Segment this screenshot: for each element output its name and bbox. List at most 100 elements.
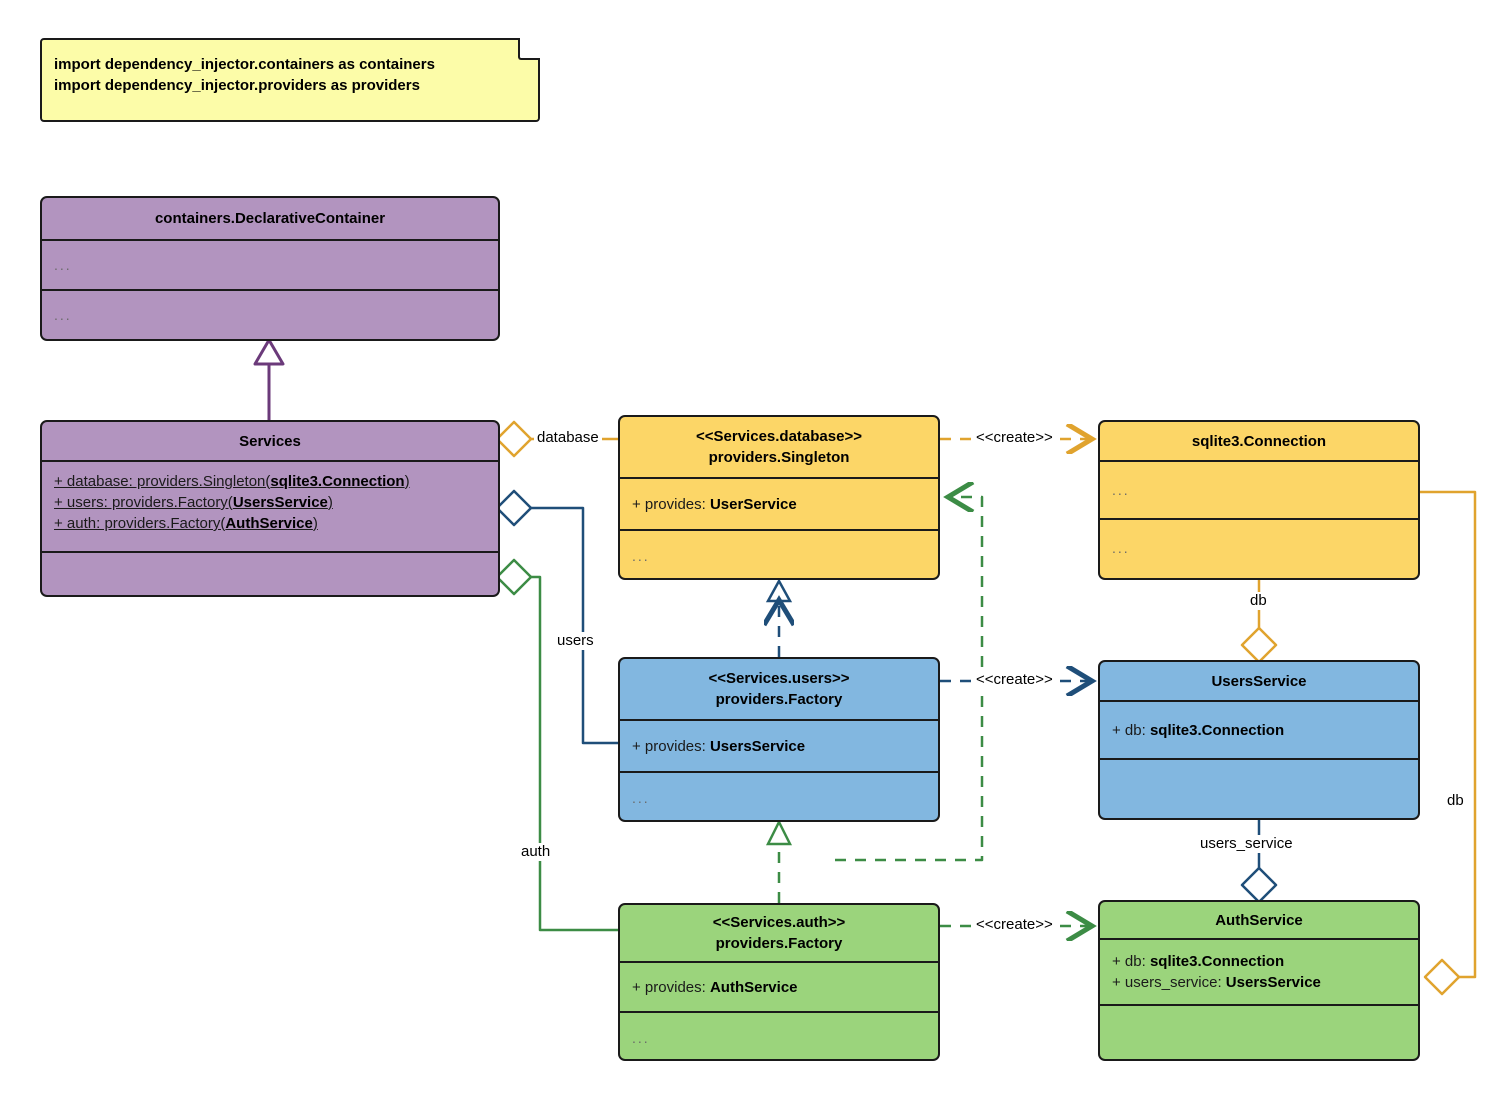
class-attributes-section: ... bbox=[1100, 462, 1418, 520]
attributes-ellipsis: ... bbox=[1112, 481, 1130, 498]
class-box-services-users[interactable]: <<Services.users>> providers.Factory + p… bbox=[618, 657, 940, 822]
attribute-type: UsersService bbox=[232, 494, 328, 511]
edge-auth-association bbox=[495, 558, 618, 932]
class-attributes-section: + provides: AuthService bbox=[620, 963, 938, 1013]
edge-label-create-database: <<create>> bbox=[973, 429, 1056, 447]
methods-ellipsis: ... bbox=[632, 548, 650, 564]
class-stereotype: <<Services.database>> bbox=[696, 428, 862, 445]
class-header-auth-service: AuthService bbox=[1100, 902, 1418, 940]
class-header-services-users: <<Services.users>> providers.Factory bbox=[620, 659, 938, 721]
note-line-2: import dependency_injector.providers as … bbox=[54, 77, 420, 94]
attributes-ellipsis: ... bbox=[54, 256, 72, 273]
attribute-prefix: + users: providers.Factory( bbox=[54, 494, 233, 511]
class-title: providers.Singleton bbox=[708, 449, 850, 466]
edge-label-db-auth: db bbox=[1444, 792, 1467, 810]
class-methods-section bbox=[42, 553, 498, 594]
attribute-prefix: + users_service: bbox=[1112, 974, 1226, 991]
attribute-provides: + provides: UsersService bbox=[632, 736, 926, 757]
class-methods-section bbox=[1100, 760, 1418, 817]
attribute-suffix: ) bbox=[404, 473, 410, 490]
attribute-prefix: + auth: providers.Factory( bbox=[54, 515, 226, 532]
methods-ellipsis: ... bbox=[632, 790, 650, 806]
attribute-users-service: + users_service: UsersService bbox=[1112, 972, 1406, 993]
attribute-type: sqlite3.Connection bbox=[270, 473, 405, 490]
attribute-type: UsersService bbox=[709, 737, 806, 755]
class-header-users-service: UsersService bbox=[1100, 662, 1418, 702]
class-attributes-section: + db: sqlite3.Connection + users_service… bbox=[1100, 940, 1418, 1006]
class-header-services-auth: <<Services.auth>> providers.Factory bbox=[620, 905, 938, 963]
class-title: UsersService bbox=[1211, 672, 1307, 690]
edge-label-create-users: <<create>> bbox=[973, 671, 1056, 689]
class-attributes-section: + db: sqlite3.Connection bbox=[1100, 702, 1418, 760]
attribute-type: AuthService bbox=[225, 515, 313, 532]
class-box-services[interactable]: Services + database: providers.Singleton… bbox=[40, 420, 500, 597]
class-methods-section: ... bbox=[1100, 520, 1418, 577]
attribute-type: sqlite3.Connection bbox=[1149, 721, 1285, 739]
attribute-users: + users: providers.Factory(UsersService) bbox=[54, 492, 486, 513]
methods-ellipsis: ... bbox=[632, 1029, 650, 1046]
class-header-services-database: <<Services.database>> providers.Singleto… bbox=[620, 417, 938, 479]
edge-label-users-service: users_service bbox=[1197, 835, 1296, 853]
class-header-services: Services bbox=[42, 422, 498, 462]
class-header-declarative-container: containers.DeclarativeContainer bbox=[42, 198, 498, 241]
class-title: providers.Factory bbox=[715, 691, 843, 708]
edge-users-service-association bbox=[1240, 820, 1278, 904]
attribute-suffix: ) bbox=[327, 494, 333, 511]
attribute-type: UsersService bbox=[1225, 974, 1321, 991]
edge-db-auth-association bbox=[1420, 490, 1477, 996]
class-methods-section: ... bbox=[620, 773, 938, 820]
class-attributes-section: + provides: UserService bbox=[620, 479, 938, 531]
class-methods-section: ... bbox=[42, 291, 498, 339]
class-box-declarative-container[interactable]: containers.DeclarativeContainer ... ... bbox=[40, 196, 500, 341]
edge-users-association bbox=[495, 489, 618, 745]
edge-label-create-auth: <<create>> bbox=[973, 916, 1056, 934]
attribute-suffix: ) bbox=[312, 515, 318, 532]
attribute-type: UserService bbox=[709, 495, 797, 513]
attribute-db: + db: sqlite3.Connection bbox=[1112, 720, 1406, 741]
edge-dependency-auth-to-users bbox=[765, 819, 793, 903]
edge-label-users: users bbox=[554, 632, 597, 650]
attribute-provides: + provides: UserService bbox=[632, 494, 926, 515]
methods-ellipsis: ... bbox=[54, 307, 72, 323]
attribute-prefix: + db: bbox=[1112, 953, 1150, 970]
attribute-prefix: + db: bbox=[1112, 721, 1150, 739]
class-box-sqlite3-connection[interactable]: sqlite3.Connection ... ... bbox=[1098, 420, 1420, 580]
import-note: import dependency_injector.containers as… bbox=[40, 38, 540, 122]
class-attributes-section: + provides: UsersService bbox=[620, 721, 938, 773]
attribute-type: sqlite3.Connection bbox=[1149, 953, 1285, 970]
attribute-prefix: + provides: bbox=[632, 495, 710, 513]
edge-label-db-users: db bbox=[1247, 592, 1270, 610]
methods-ellipsis: ... bbox=[1112, 540, 1130, 556]
class-methods-section: ... bbox=[620, 531, 938, 578]
class-title: containers.DeclarativeContainer bbox=[154, 210, 386, 227]
class-box-auth-service[interactable]: AuthService + db: sqlite3.Connection + u… bbox=[1098, 900, 1420, 1061]
attribute-db: + db: sqlite3.Connection bbox=[1112, 951, 1406, 972]
class-title: sqlite3.Connection bbox=[1191, 432, 1327, 450]
class-title: AuthService bbox=[1215, 911, 1303, 929]
class-header-sqlite3-connection: sqlite3.Connection bbox=[1100, 422, 1418, 462]
attribute-prefix: + provides: bbox=[632, 978, 710, 996]
class-title: Services bbox=[239, 432, 301, 450]
attribute-database: + database: providers.Singleton(sqlite3.… bbox=[54, 471, 486, 492]
class-attributes-section: ... bbox=[42, 241, 498, 291]
class-box-users-service[interactable]: UsersService + db: sqlite3.Connection bbox=[1098, 660, 1420, 820]
edge-label-database: database bbox=[534, 429, 602, 447]
class-methods-section bbox=[1100, 1006, 1418, 1058]
edge-inheritance bbox=[253, 338, 285, 420]
attribute-type: AuthService bbox=[709, 978, 798, 996]
edge-dependency-users-to-database bbox=[768, 578, 790, 657]
attribute-prefix: + database: providers.Singleton( bbox=[54, 473, 271, 490]
class-attributes-section: + database: providers.Singleton(sqlite3.… bbox=[42, 462, 498, 553]
edge-label-auth: auth bbox=[518, 843, 554, 861]
class-title: providers.Factory bbox=[715, 935, 843, 952]
class-box-services-database[interactable]: <<Services.database>> providers.Singleto… bbox=[618, 415, 940, 580]
class-stereotype: <<Services.users>> bbox=[708, 670, 850, 687]
attribute-prefix: + provides: bbox=[632, 737, 710, 755]
note-folded-corner-icon bbox=[518, 38, 540, 60]
attribute-provides: + provides: AuthService bbox=[632, 977, 926, 998]
attribute-auth: + auth: providers.Factory(AuthService) bbox=[54, 513, 486, 534]
class-methods-section: ... bbox=[620, 1013, 938, 1059]
class-stereotype: <<Services.auth>> bbox=[712, 914, 846, 931]
class-box-services-auth[interactable]: <<Services.auth>> providers.Factory + pr… bbox=[618, 903, 940, 1061]
